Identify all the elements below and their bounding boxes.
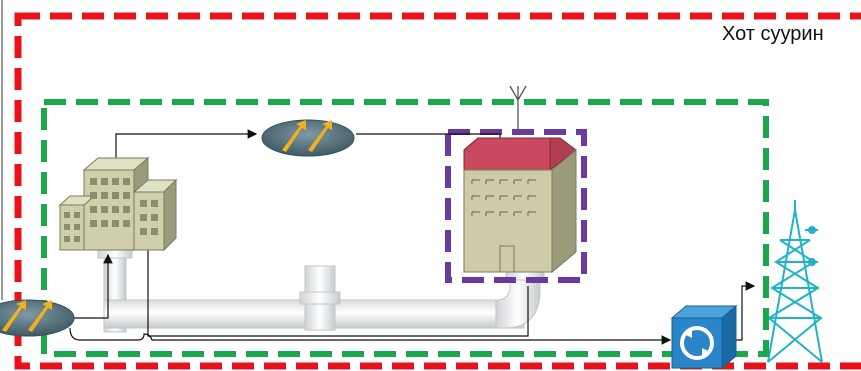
branch-building-icon: [463, 137, 577, 274]
connection-lines: [69, 129, 756, 345]
pipe-conduit-icon: [97, 247, 545, 333]
transmission-tower-icon: [767, 200, 823, 363]
building-zone-border: [445, 129, 587, 283]
campus-zone-border: [41, 99, 769, 357]
edge-router-icon: [0, 299, 75, 337]
zone-label: Хот суурин: [722, 23, 824, 45]
antenna-icon: [509, 85, 527, 134]
city-zone-border: [14, 12, 861, 370]
router-icon: [261, 119, 355, 157]
gateway-switch-icon: [670, 304, 738, 370]
office-complex-icon: [58, 156, 178, 252]
